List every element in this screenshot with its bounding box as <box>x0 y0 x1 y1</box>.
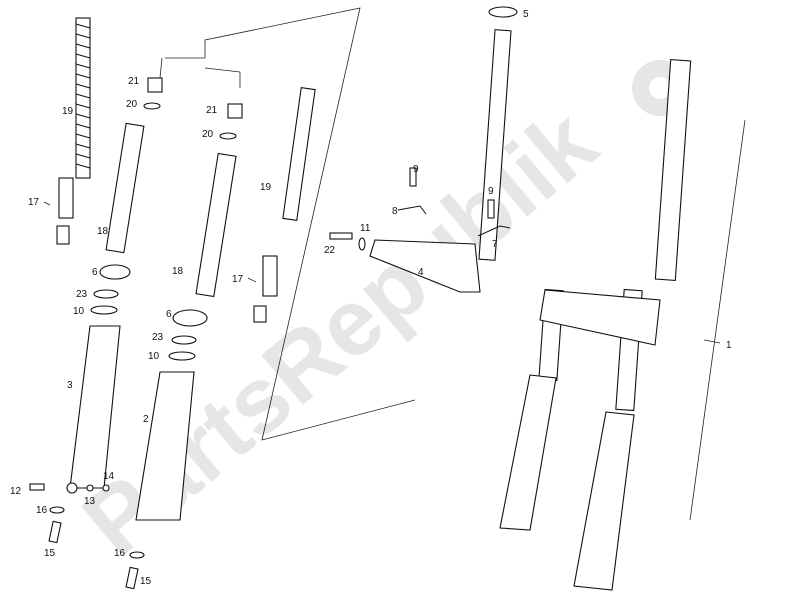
assembled-slider-right <box>573 411 635 591</box>
callouts: 1 2 3 4 5 6 6 7 8 9 9 10 10 11 12 13 14 … <box>10 9 732 587</box>
screw-15-right <box>125 566 139 590</box>
callout-3: 3 <box>67 380 73 391</box>
callout-21b: 21 <box>206 105 218 116</box>
callout-8: 8 <box>392 206 398 217</box>
callout-23a: 23 <box>76 289 88 300</box>
assembled-clamp <box>539 289 661 346</box>
clip-7 <box>477 225 511 237</box>
seal-left <box>99 264 131 280</box>
callout-5: 5 <box>523 9 529 20</box>
left-fork-parts <box>29 17 145 544</box>
callout-20a: 20 <box>126 99 138 110</box>
clip-8 <box>397 205 427 215</box>
callout-18b: 18 <box>172 266 184 277</box>
nut-14 <box>102 484 110 492</box>
callout-1: 1 <box>726 340 732 351</box>
assembled-stem <box>654 58 692 282</box>
cap-21-left <box>147 77 163 93</box>
callout-20b: 20 <box>202 129 214 140</box>
washer-16-right <box>129 551 145 559</box>
spacer-tube-right <box>262 255 278 297</box>
callout-19b: 19 <box>260 182 272 193</box>
callout-14: 14 <box>103 471 115 482</box>
ring-10-right <box>168 351 196 361</box>
washer-23-right <box>171 335 197 345</box>
callout-11: 11 <box>360 223 371 234</box>
callout-15a: 15 <box>44 548 56 559</box>
axle-boss-left <box>66 482 78 494</box>
callout-10b: 10 <box>148 351 160 362</box>
bolt-9-right <box>487 199 495 219</box>
callout-16a: 16 <box>36 505 48 516</box>
callout-9a: 9 <box>413 164 419 175</box>
callout-13: 13 <box>84 496 96 507</box>
callout-9b: 9 <box>488 186 494 197</box>
callout-6b: 6 <box>166 309 172 320</box>
washer-16-left <box>49 506 65 514</box>
callout-7: 7 <box>492 239 498 250</box>
oring-20-left <box>143 102 161 110</box>
bolt-9-left <box>409 167 417 187</box>
callout-4: 4 <box>418 267 424 278</box>
washer-23-left <box>93 289 119 299</box>
assembled-fork <box>499 58 692 591</box>
spacer-tube-left <box>58 177 74 219</box>
callout-19a: 19 <box>62 106 74 117</box>
screw-15-left <box>48 520 62 544</box>
assembly-frame-lines <box>159 7 746 521</box>
bolt-22 <box>329 232 353 240</box>
nut-5 <box>488 6 518 18</box>
callout-16b: 16 <box>114 548 126 559</box>
callout-17a: 17 <box>28 197 40 208</box>
slider-2 <box>135 371 195 521</box>
fork-tube-left <box>105 122 145 254</box>
middle-fork-parts <box>125 77 316 590</box>
callout-15b: 15 <box>140 576 152 587</box>
ring-10-left <box>90 305 118 315</box>
assembled-slider-left <box>499 374 557 531</box>
oring-20-right <box>219 132 237 140</box>
callout-21a: 21 <box>128 76 140 87</box>
washer-11 <box>358 237 366 251</box>
steering-stem <box>478 29 512 261</box>
leader-lines <box>43 201 721 344</box>
washer-13 <box>86 484 94 492</box>
spring-right <box>282 87 316 221</box>
steering-stem-parts <box>329 6 518 293</box>
callout-22: 22 <box>324 245 336 256</box>
spring-left <box>75 17 91 179</box>
callout-18a: 18 <box>97 226 109 237</box>
seal-right <box>172 309 208 327</box>
lower-clamp-4 <box>369 239 481 293</box>
callout-17b: 17 <box>232 274 244 285</box>
callout-6a: 6 <box>92 267 98 278</box>
bolt-12 <box>29 483 45 491</box>
fork-tube-right <box>195 152 237 298</box>
cap-21-right <box>227 103 243 119</box>
small-spring-left <box>56 225 70 245</box>
callout-23b: 23 <box>152 332 164 343</box>
callout-2: 2 <box>143 414 149 425</box>
small-spring-right <box>253 305 267 323</box>
callout-10a: 10 <box>73 306 85 317</box>
callout-12: 12 <box>10 486 22 497</box>
